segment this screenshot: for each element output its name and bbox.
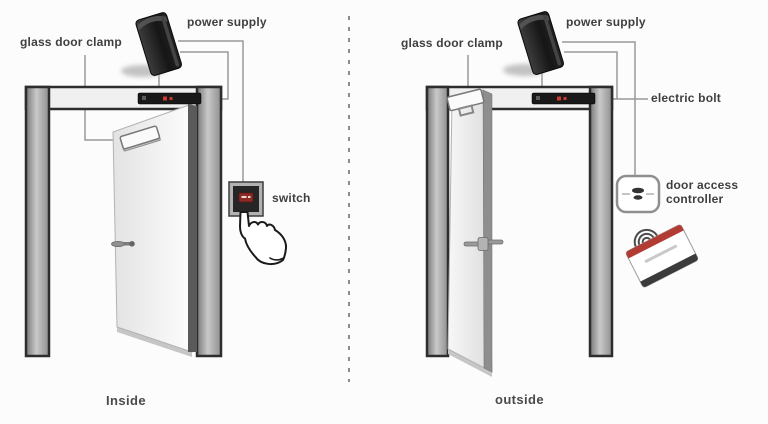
- bolt-sensor-left: [142, 96, 146, 100]
- left-door-handle: [111, 240, 135, 247]
- left-door-bottom-edge: [117, 327, 192, 357]
- exit-switch: [228, 181, 264, 217]
- label-switch: switch: [272, 191, 311, 205]
- wire-psu-switch-left: [178, 40, 244, 183]
- right-frame-leg-right: [588, 85, 614, 358]
- wire-psu-bolt2-right: [564, 51, 618, 99]
- switch-glyph: [241, 196, 247, 198]
- right-door: [446, 88, 504, 377]
- clamp-bracket: [457, 104, 475, 117]
- right-wires: [467, 41, 648, 175]
- label-door-access-controller: door access controller: [666, 178, 739, 206]
- left-frame-leg-right: [195, 85, 223, 358]
- power-supply-left: [121, 12, 182, 77]
- glass-door-clamp-left: [119, 125, 161, 152]
- card-text-line: [644, 244, 678, 263]
- caption-inside: Inside: [106, 393, 146, 408]
- left-frame-leg-left: [24, 85, 51, 358]
- right-door-frame: [425, 85, 614, 358]
- wire-psu-controller: [562, 41, 636, 175]
- left-door-hinge-edge: [188, 104, 197, 352]
- right-door-handle: [463, 237, 504, 251]
- bolt-led-icon: [169, 97, 173, 100]
- caption-outside: outside: [495, 392, 545, 407]
- label-power-supply-right: power supply: [566, 15, 646, 29]
- wire-clamp-left: [84, 55, 124, 141]
- door-access-controller: [615, 174, 661, 214]
- card-dark-stripe: [640, 253, 698, 287]
- left-view: [24, 12, 288, 358]
- electric-bolt-right: [531, 92, 596, 105]
- label-power-supply-left: power supply: [187, 15, 267, 29]
- controller-logo-icon: [622, 187, 654, 200]
- card-red-stripe: [626, 225, 684, 259]
- pointing-hand-icon: [239, 211, 288, 266]
- power-supply-right: [503, 11, 564, 76]
- right-view: [425, 11, 699, 377]
- bolt-sensor-right: [536, 96, 540, 100]
- rfid-card: [625, 224, 699, 288]
- right-door-bottom-edge: [448, 349, 492, 377]
- left-door: [111, 103, 197, 357]
- bolt-led-icon: [563, 97, 567, 100]
- label-glass-door-clamp-right: glass door clamp: [401, 36, 503, 50]
- bolt-led-icon: [557, 96, 561, 101]
- bolt-led-icon: [163, 96, 167, 101]
- right-frame-leg-left: [425, 85, 450, 358]
- label-glass-door-clamp-left: glass door clamp: [20, 35, 122, 49]
- switch-glyph: [248, 196, 251, 198]
- label-electric-bolt: electric bolt: [651, 91, 721, 105]
- glass-door-clamp-right: [446, 88, 485, 117]
- right-door-thickness-edge: [482, 89, 493, 373]
- electric-bolt-left: [137, 92, 202, 105]
